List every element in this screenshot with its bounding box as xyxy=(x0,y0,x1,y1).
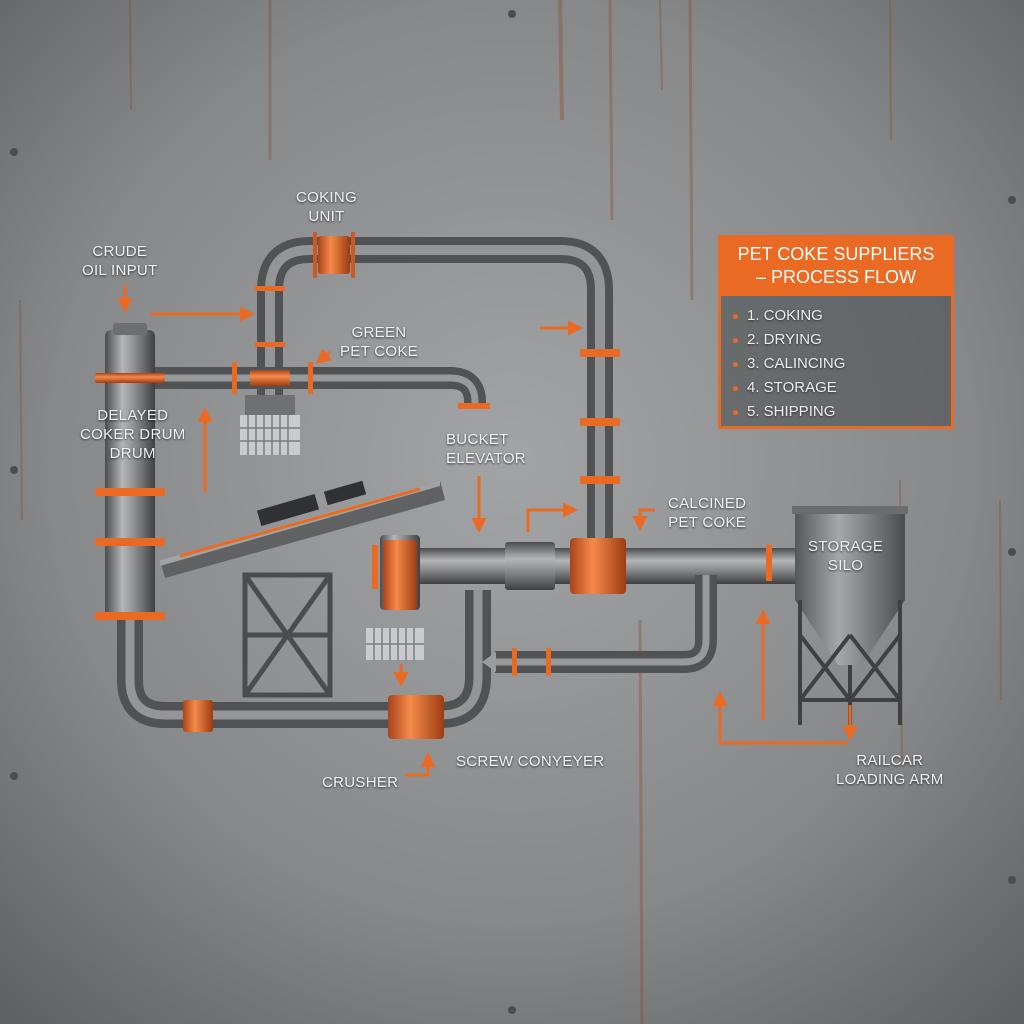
bullet-icon xyxy=(733,385,738,391)
legend-step: 4. STORAGE xyxy=(733,376,951,400)
bullet-icon xyxy=(733,361,738,367)
filter-basket-upper xyxy=(240,395,300,455)
label-screw-conveyer: SCREW CONYEYER xyxy=(456,753,605,770)
coker-drum xyxy=(105,330,155,620)
label-crusher: CRUSHER xyxy=(322,774,399,791)
legend-step: 2. DRYING xyxy=(733,328,951,352)
legend-step: 5. SHIPPING xyxy=(733,400,951,424)
legend-step: 1. COKING xyxy=(733,304,951,328)
bullet-icon xyxy=(733,313,738,319)
bullet-icon xyxy=(733,337,738,343)
support-frame xyxy=(242,572,333,698)
legend-title: PET COKE SUPPLIERS– PROCESS FLOW xyxy=(721,238,951,296)
rivets xyxy=(10,10,1016,1014)
legend-steps: 1. COKING 2. DRYING 3. CALINCING 4. STOR… xyxy=(721,304,951,424)
storage-silo xyxy=(792,506,908,725)
legend-step: 3. CALINCING xyxy=(733,352,951,376)
inclined-conveyor xyxy=(160,480,445,578)
flow-arrows xyxy=(117,285,858,777)
orange-flanges xyxy=(95,232,772,739)
filter-basket-lower xyxy=(366,628,424,660)
bullet-icon xyxy=(733,409,738,415)
process-flow-legend: PET COKE SUPPLIERS– PROCESS FLOW 1. COKI… xyxy=(718,235,954,429)
